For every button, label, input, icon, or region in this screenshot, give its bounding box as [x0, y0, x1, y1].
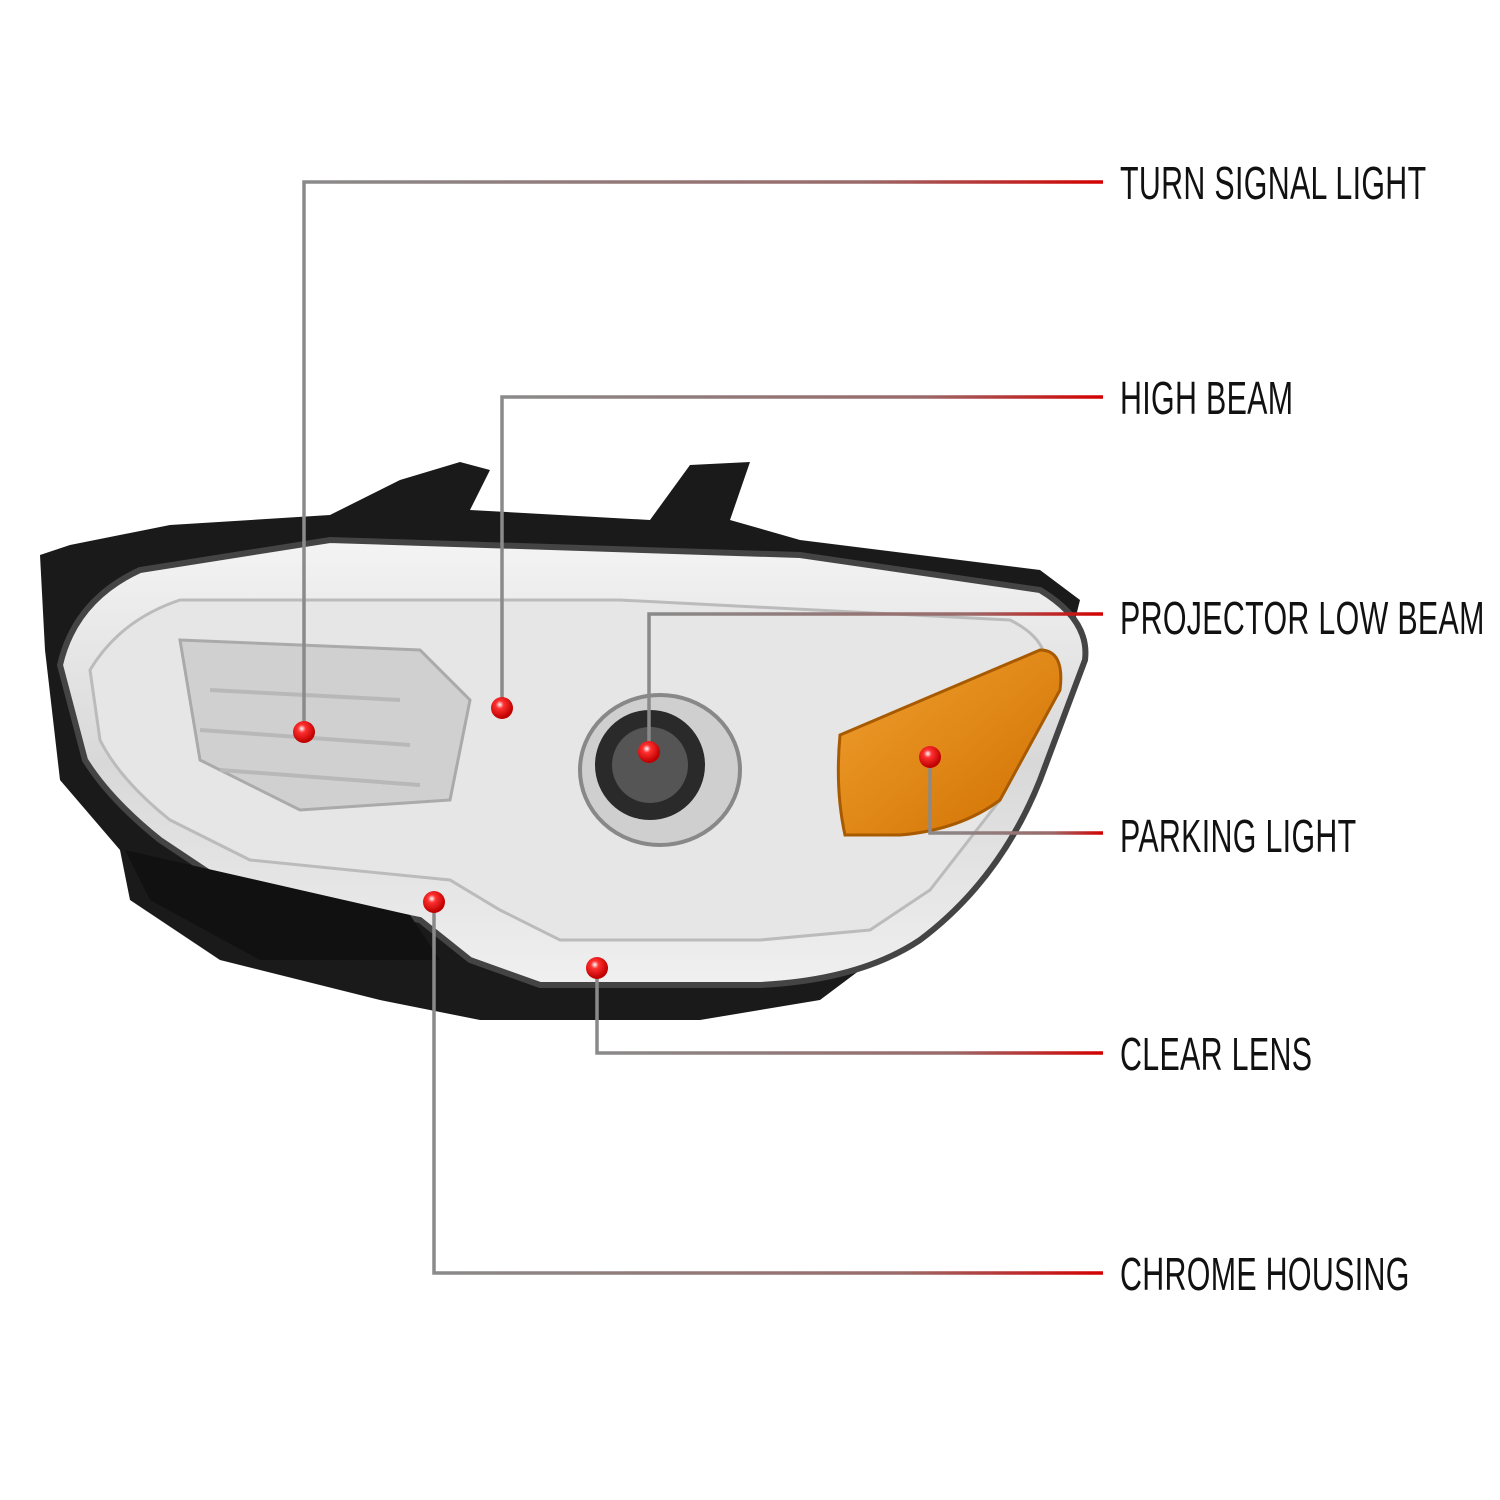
callout-line-turn-signal: [302, 180, 1103, 732]
lower-vent: [125, 850, 440, 960]
label-clear-lens: CLEAR LENS: [1120, 1028, 1313, 1080]
callout-dot-high-beam: [491, 697, 513, 719]
label-turn-signal-light: TURN SIGNAL LIGHT: [1120, 157, 1427, 209]
clear-lens-body: [56, 536, 1089, 988]
label-projector-low-beam: PROJECTOR LOW BEAM: [1120, 592, 1485, 644]
callout-dot-projector: [638, 741, 660, 763]
label-chrome-housing: CHROME HOUSING: [1120, 1248, 1410, 1300]
callout-lines: [302, 180, 1103, 1275]
label-high-beam: HIGH BEAM: [1120, 372, 1294, 424]
callout-dots: [293, 697, 941, 979]
callout-line-high-beam: [500, 395, 1103, 708]
callout-line-projector: [647, 612, 1103, 752]
callout-line-parking: [928, 757, 1103, 835]
callout-dot-parking: [919, 746, 941, 768]
callout-line-chrome-housing: [432, 902, 1103, 1275]
callout-dot-chrome-housing: [423, 891, 445, 913]
amber-parking-light: [836, 648, 1063, 837]
callout-line-clear-lens: [595, 968, 1103, 1055]
label-parking-light: PARKING LIGHT: [1120, 810, 1357, 862]
callout-dot-clear-lens: [586, 957, 608, 979]
callout-dot-turn-signal: [293, 721, 315, 743]
projector-lens: [578, 693, 742, 847]
